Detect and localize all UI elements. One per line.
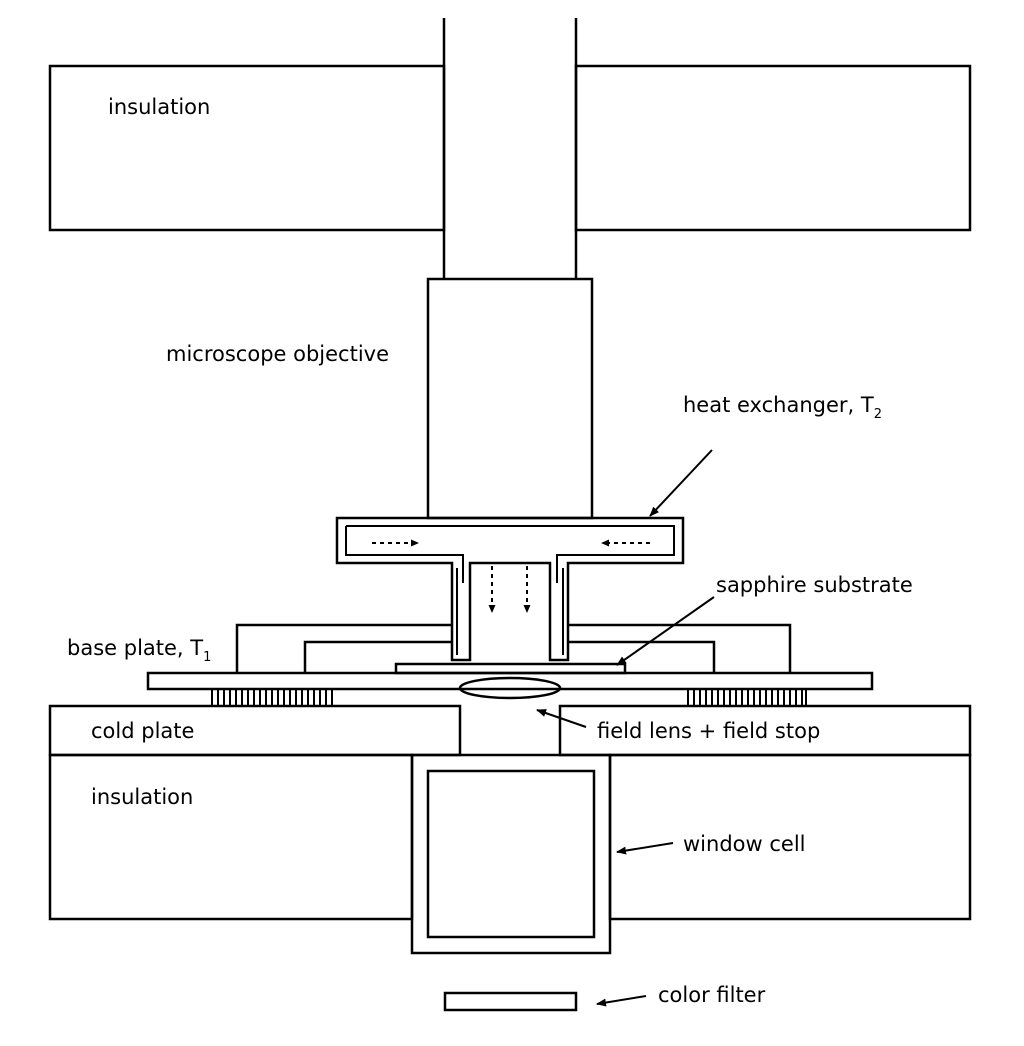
- field-lens: [458, 676, 562, 700]
- microscope-objective: [426, 277, 594, 520]
- sapphire-substrate-label: sapphire substrate: [716, 573, 913, 597]
- window-cell-label: window cell: [683, 832, 805, 856]
- thermoelectric-elements: [211, 688, 807, 707]
- insulation-top-label: insulation: [108, 95, 210, 119]
- heat-exchanger-label: heat exchanger, T2: [683, 393, 882, 422]
- field-lens-label: field lens + field stop: [597, 719, 820, 743]
- heat-exchanger-leader-arrow: [649, 449, 713, 517]
- color-filter-label: color filter: [658, 983, 766, 1007]
- sapphire-leader-arrow: [616, 596, 715, 666]
- base-plate: [146, 671, 874, 691]
- flow-arrows: [372, 539, 650, 613]
- insulation-bottom-label: insulation: [91, 785, 193, 809]
- objective-tube: [442, 18, 578, 279]
- heat-exchanger: [335, 516, 685, 662]
- housing: [235, 623, 792, 673]
- field-lens-leader-arrow: [536, 709, 587, 728]
- sapphire-substrate: [394, 662, 627, 675]
- base-plate-label: base plate, T1: [67, 636, 211, 665]
- top-insulation-right-block: [574, 64, 972, 232]
- color-filter: [443, 991, 578, 1012]
- cold-plate-label: cold plate: [91, 719, 194, 743]
- top-insulation-left-block: [48, 64, 446, 232]
- microscope-objective-label: microscope objective: [166, 342, 389, 366]
- window-cell-leader-arrow: [616, 842, 674, 855]
- top-insulation: [48, 64, 972, 232]
- bottom-insulation: [48, 753, 972, 921]
- window-cell: [410, 753, 612, 955]
- bottom-insulation-left-block: [48, 753, 414, 921]
- color-filter-leader-arrow: [596, 995, 647, 1007]
